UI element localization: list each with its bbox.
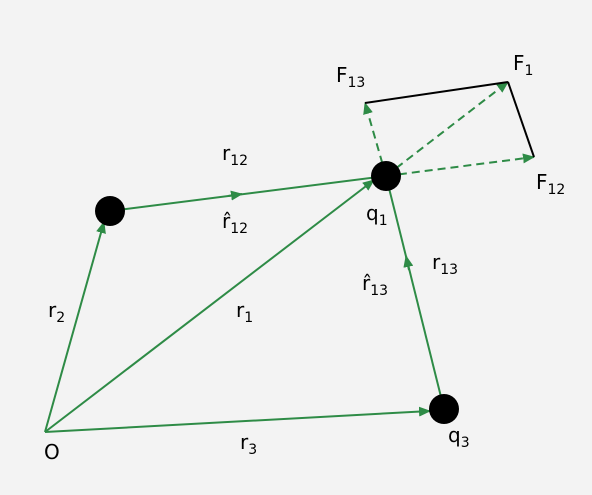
vector-r3 xyxy=(44,406,431,433)
parallelogram-edge-right xyxy=(507,81,535,158)
unit-vector-r13-arrow xyxy=(403,255,414,271)
label-r13-hat: r̂13 xyxy=(362,271,388,299)
label-origin: O xyxy=(44,440,60,464)
label-r2: r2 xyxy=(48,298,65,326)
charge-2 xyxy=(95,196,125,226)
vector-r13 xyxy=(385,175,445,410)
label-r12-hat: r̂12 xyxy=(222,209,248,237)
charge-q1 xyxy=(371,161,401,191)
label-q3: q3 xyxy=(448,423,470,451)
charge-q3 xyxy=(429,394,459,424)
vector-r1 xyxy=(44,179,375,433)
label-q1: q1 xyxy=(366,201,388,229)
label-f1: F1 xyxy=(513,51,533,79)
label-r12: r12 xyxy=(222,141,248,169)
parallelogram-edge-top xyxy=(364,81,509,104)
label-f13: F13 xyxy=(336,63,365,91)
unit-vector-r12-arrow xyxy=(227,190,243,201)
vector-r12 xyxy=(109,175,387,212)
label-r1: r1 xyxy=(236,298,253,326)
force-f12-vector xyxy=(385,153,535,177)
label-r3: r3 xyxy=(240,430,257,458)
label-r13: r13 xyxy=(432,250,458,278)
label-f12: F12 xyxy=(536,170,565,198)
vector-r2 xyxy=(44,221,106,433)
